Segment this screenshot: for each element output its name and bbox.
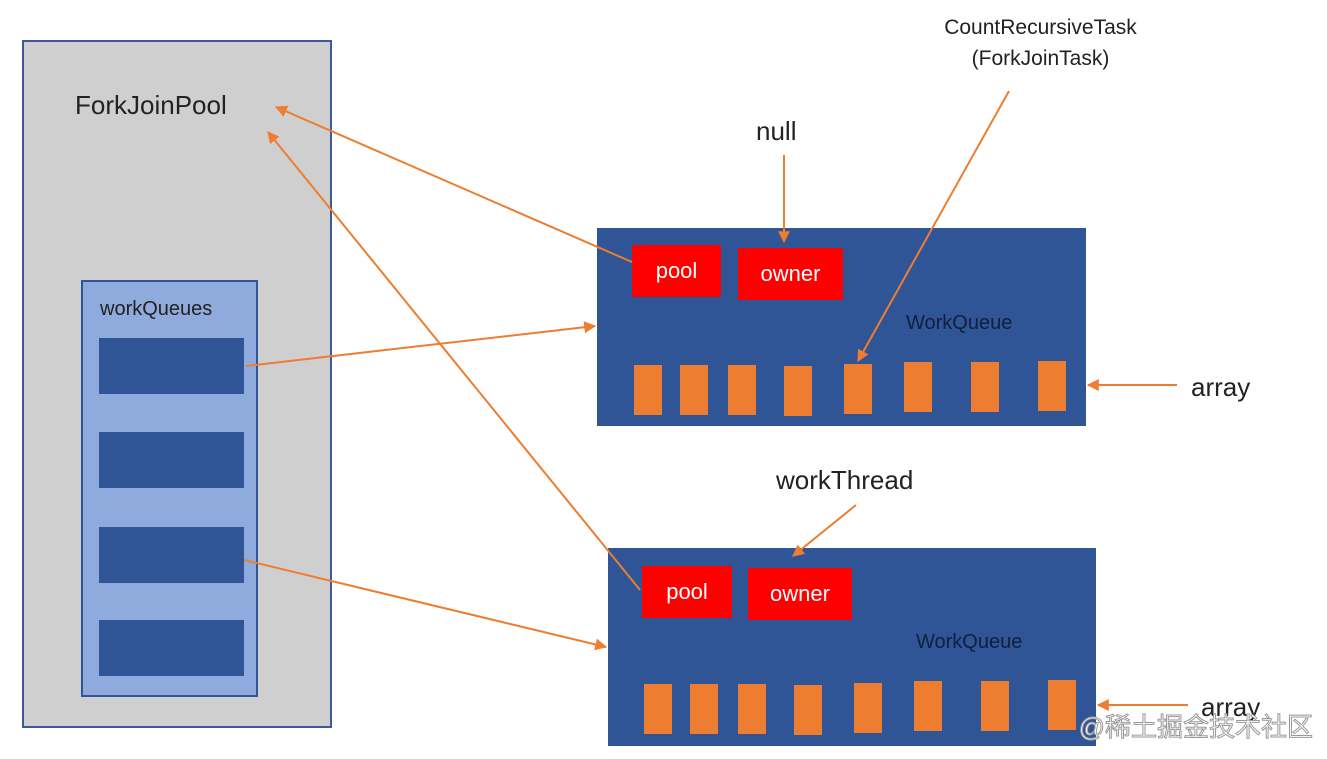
task-label-line2: (ForkJoinTask) <box>971 47 1110 70</box>
queue-top-array-cell <box>634 365 662 415</box>
workqueues-label: workQueues <box>100 298 213 320</box>
queue-bottom-array-cell <box>914 681 942 731</box>
queue-bottom-label: WorkQueue <box>916 631 1023 653</box>
queue-top-label: WorkQueue <box>906 312 1013 334</box>
queue-top-owner-field: owner <box>738 248 843 300</box>
queue-top-array-cell <box>971 362 999 412</box>
queue-top-array-cell <box>728 365 756 415</box>
queue-bottom-owner-field: owner <box>748 568 852 620</box>
workthread-label: workThread <box>776 465 914 495</box>
queue-bottom-array-cell <box>738 684 766 734</box>
workqueue-slot-4 <box>99 620 244 676</box>
queue-top-pool-field: pool <box>632 245 721 297</box>
task-label-line1: CountRecursiveTask <box>944 16 1137 39</box>
queue-top-array-cell <box>784 366 812 416</box>
queue-bottom-array-cell <box>644 684 672 734</box>
workqueue-slot-3 <box>99 527 244 583</box>
queue-bottom-array-cell <box>854 683 882 733</box>
watermark: @稀土掘金技术社区 <box>1078 712 1313 743</box>
queue-bottom-array-cell <box>690 684 718 734</box>
queue-top-array-cell <box>680 365 708 415</box>
array-label-bottom: array <box>1201 692 1261 722</box>
forkjoinpool-title: ForkJoinPool <box>75 90 227 120</box>
workqueue-slot-2 <box>99 432 244 488</box>
queue-top-array-cell <box>904 362 932 412</box>
queue-bottom-pool-field: pool <box>642 566 732 618</box>
queue-bottom-array-cell <box>1048 680 1076 730</box>
count-recursive-task-label: CountRecursiveTask (ForkJoinTask) <box>928 12 1153 74</box>
queue-top-array-cell <box>1038 361 1066 411</box>
queue-top-array-cell <box>844 364 872 414</box>
queue-bottom-array-cell <box>794 685 822 735</box>
array-label-top: array <box>1191 372 1251 402</box>
workqueue-slot-1 <box>99 338 244 394</box>
queue-bottom-array-cell <box>981 681 1009 731</box>
owner-null-label: null <box>756 116 797 146</box>
